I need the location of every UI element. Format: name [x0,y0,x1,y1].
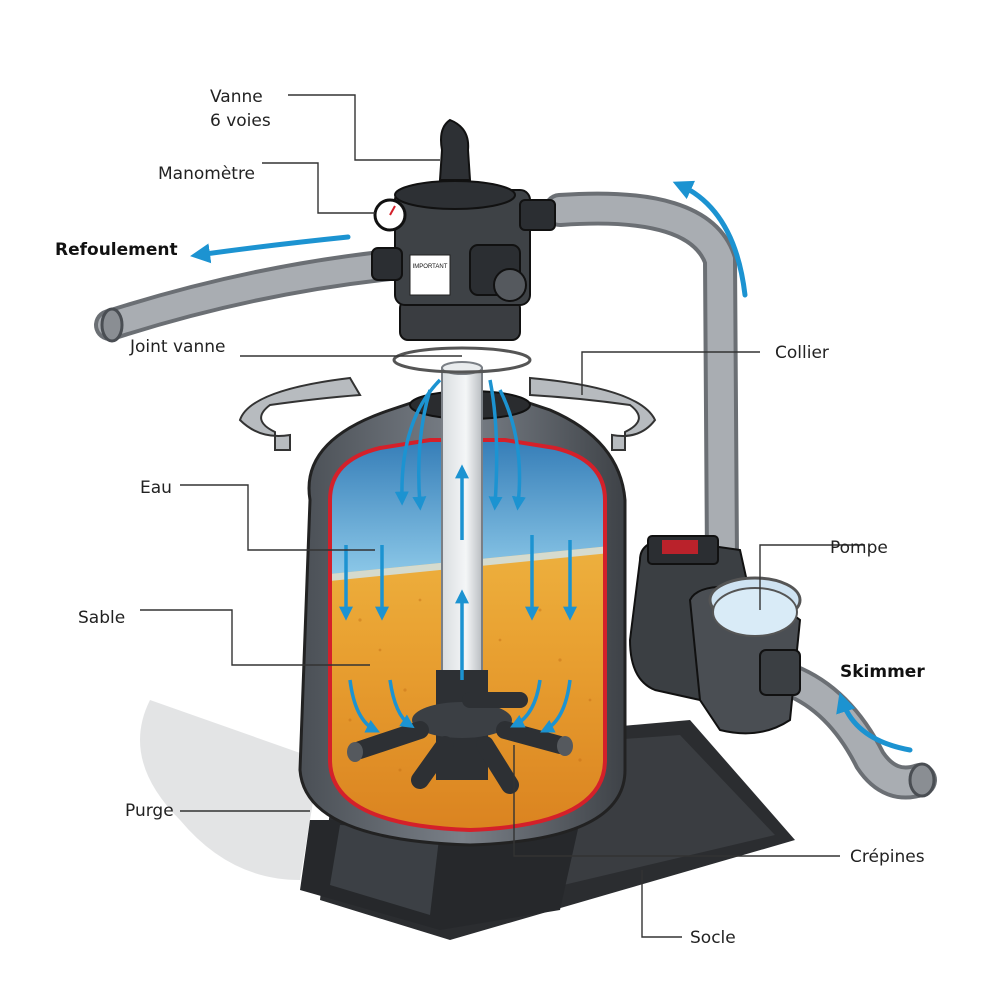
label-pompe: Pompe [830,538,888,558]
valve-sticker-text: IMPORTANT [413,264,448,270]
laterals [347,670,573,794]
pump [628,535,802,735]
label-manometre: Manomètre [158,164,256,184]
label-crepines: Crépines [850,847,925,867]
valve-gasket [392,346,532,374]
label-purge: Purge [125,801,174,821]
label-vanne-6-voies: Vanne 6 voies [210,87,271,131]
leader-lines [140,94,865,938]
label-collier: Collier [775,343,829,363]
label-sable: Sable [78,608,126,628]
label-eau: Eau [140,478,172,498]
label-refoulement: Refoulement [55,240,178,260]
external-flow-arrows [190,180,913,753]
flow-arrows [339,378,577,733]
ground-shadow [140,700,320,880]
label-skimmer: Skimmer [840,662,925,682]
label-socle: Socle [690,928,736,948]
clamp [238,376,657,451]
six-way-valve: IMPORTANT [371,118,556,341]
label-joint-vanne: Joint vanne [130,337,226,357]
pressure-gauge [373,198,407,232]
